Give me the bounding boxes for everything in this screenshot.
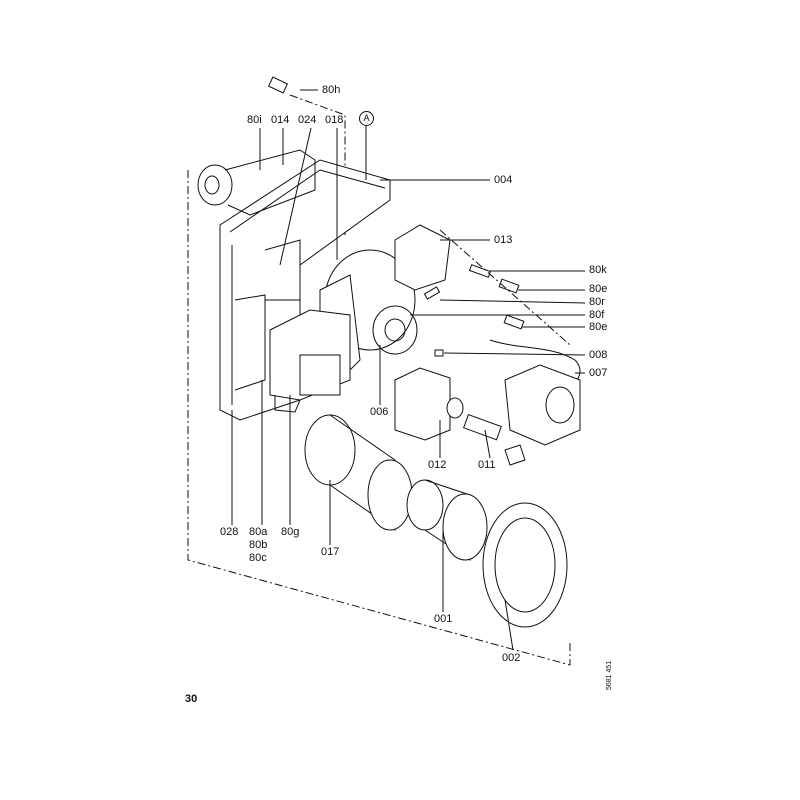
- label-004: 004: [494, 174, 513, 186]
- blast-tube: [304, 414, 413, 531]
- label-80b: 80b: [249, 539, 268, 551]
- label-017: 017: [321, 546, 340, 558]
- label-001: 001: [434, 613, 453, 625]
- label-80h: 80h: [322, 84, 341, 96]
- label-007: 007: [589, 367, 608, 379]
- label-028: 028: [220, 526, 239, 538]
- burner-head: [406, 479, 488, 561]
- screw-80h: [267, 76, 318, 94]
- label-80c: 80c: [249, 552, 267, 564]
- label-80g: 80g: [281, 526, 300, 538]
- label-014: 014: [271, 114, 290, 126]
- leader-lines: [231, 126, 586, 651]
- label-80f: 80f: [589, 309, 605, 321]
- photocell-housing: [394, 367, 464, 441]
- label-008: 008: [589, 349, 608, 361]
- label-80e-upper: 80e: [589, 283, 608, 295]
- oil-pump: [504, 364, 581, 466]
- assembly-axis-lines: [187, 94, 571, 666]
- ignition-transformer: [394, 224, 490, 291]
- flange-gasket: [482, 502, 568, 628]
- screws-right: [423, 264, 525, 357]
- label-80a: 80a: [249, 526, 268, 538]
- label-80r: 80r: [589, 296, 605, 308]
- label-018: 018: [325, 114, 344, 126]
- label-011: 011: [478, 459, 496, 471]
- label-80e-lower: 80e: [589, 321, 608, 333]
- label-012: 012: [428, 459, 447, 471]
- label-80i: 80i: [247, 114, 262, 126]
- page-number: 30: [185, 693, 198, 705]
- label-006: 006: [370, 406, 389, 418]
- air-damper-knob: [197, 149, 316, 216]
- label-024: 024: [298, 114, 317, 126]
- drawing-code: 5681 451: [606, 660, 613, 690]
- control-unit: [269, 309, 351, 413]
- reference-marker-a: A: [359, 111, 374, 126]
- label-002: 002: [502, 652, 521, 664]
- label-80k: 80k: [589, 264, 607, 276]
- label-013: 013: [494, 234, 513, 246]
- nozzle: [462, 413, 502, 441]
